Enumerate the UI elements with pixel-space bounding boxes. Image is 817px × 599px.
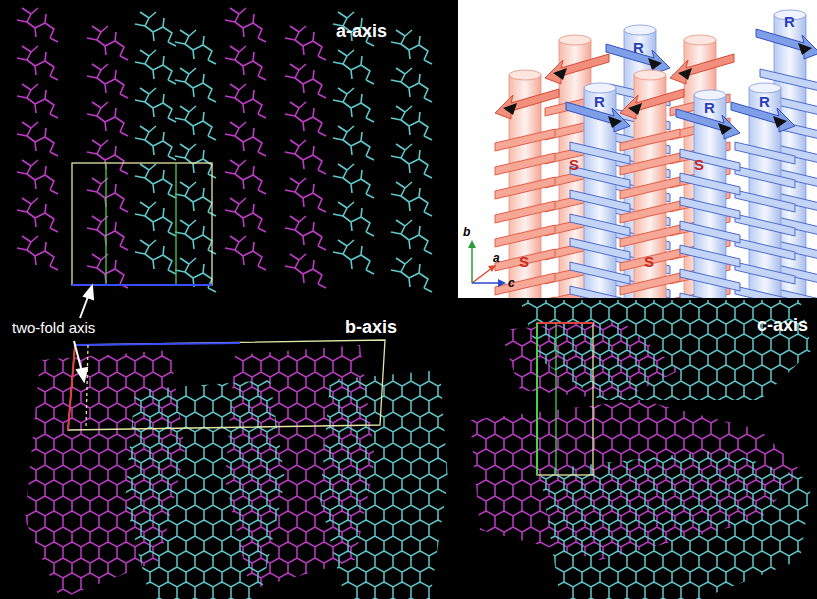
chirality-label: S <box>519 254 529 271</box>
chirality-label: R <box>633 40 644 57</box>
axis-label: b-axis <box>345 318 397 338</box>
axis-letter: c <box>508 277 515 290</box>
axis-label: c-axis <box>757 316 808 336</box>
chirality-label: R <box>704 100 715 117</box>
b-axis-molecules <box>25 345 448 599</box>
annotation: two-fold axis <box>12 320 95 337</box>
unit-cell-c <box>537 323 593 475</box>
c-axis-molecules <box>470 300 812 599</box>
helix-schematic <box>495 10 817 395</box>
chirality-label: R <box>784 14 795 31</box>
axis-label: a-axis <box>336 22 387 42</box>
axis-letter: a <box>493 252 500 265</box>
axis-triad <box>468 240 506 287</box>
unit-cell-b <box>68 340 385 430</box>
chirality-label: R <box>594 94 605 111</box>
axis-letter: b <box>463 226 470 239</box>
chirality-label: S <box>644 254 654 271</box>
chirality-label: R <box>759 94 770 111</box>
a-axis-molecules <box>17 8 432 292</box>
unit-cell-a <box>72 163 212 285</box>
chirality-label: S <box>694 157 704 174</box>
chirality-label: S <box>569 157 579 174</box>
